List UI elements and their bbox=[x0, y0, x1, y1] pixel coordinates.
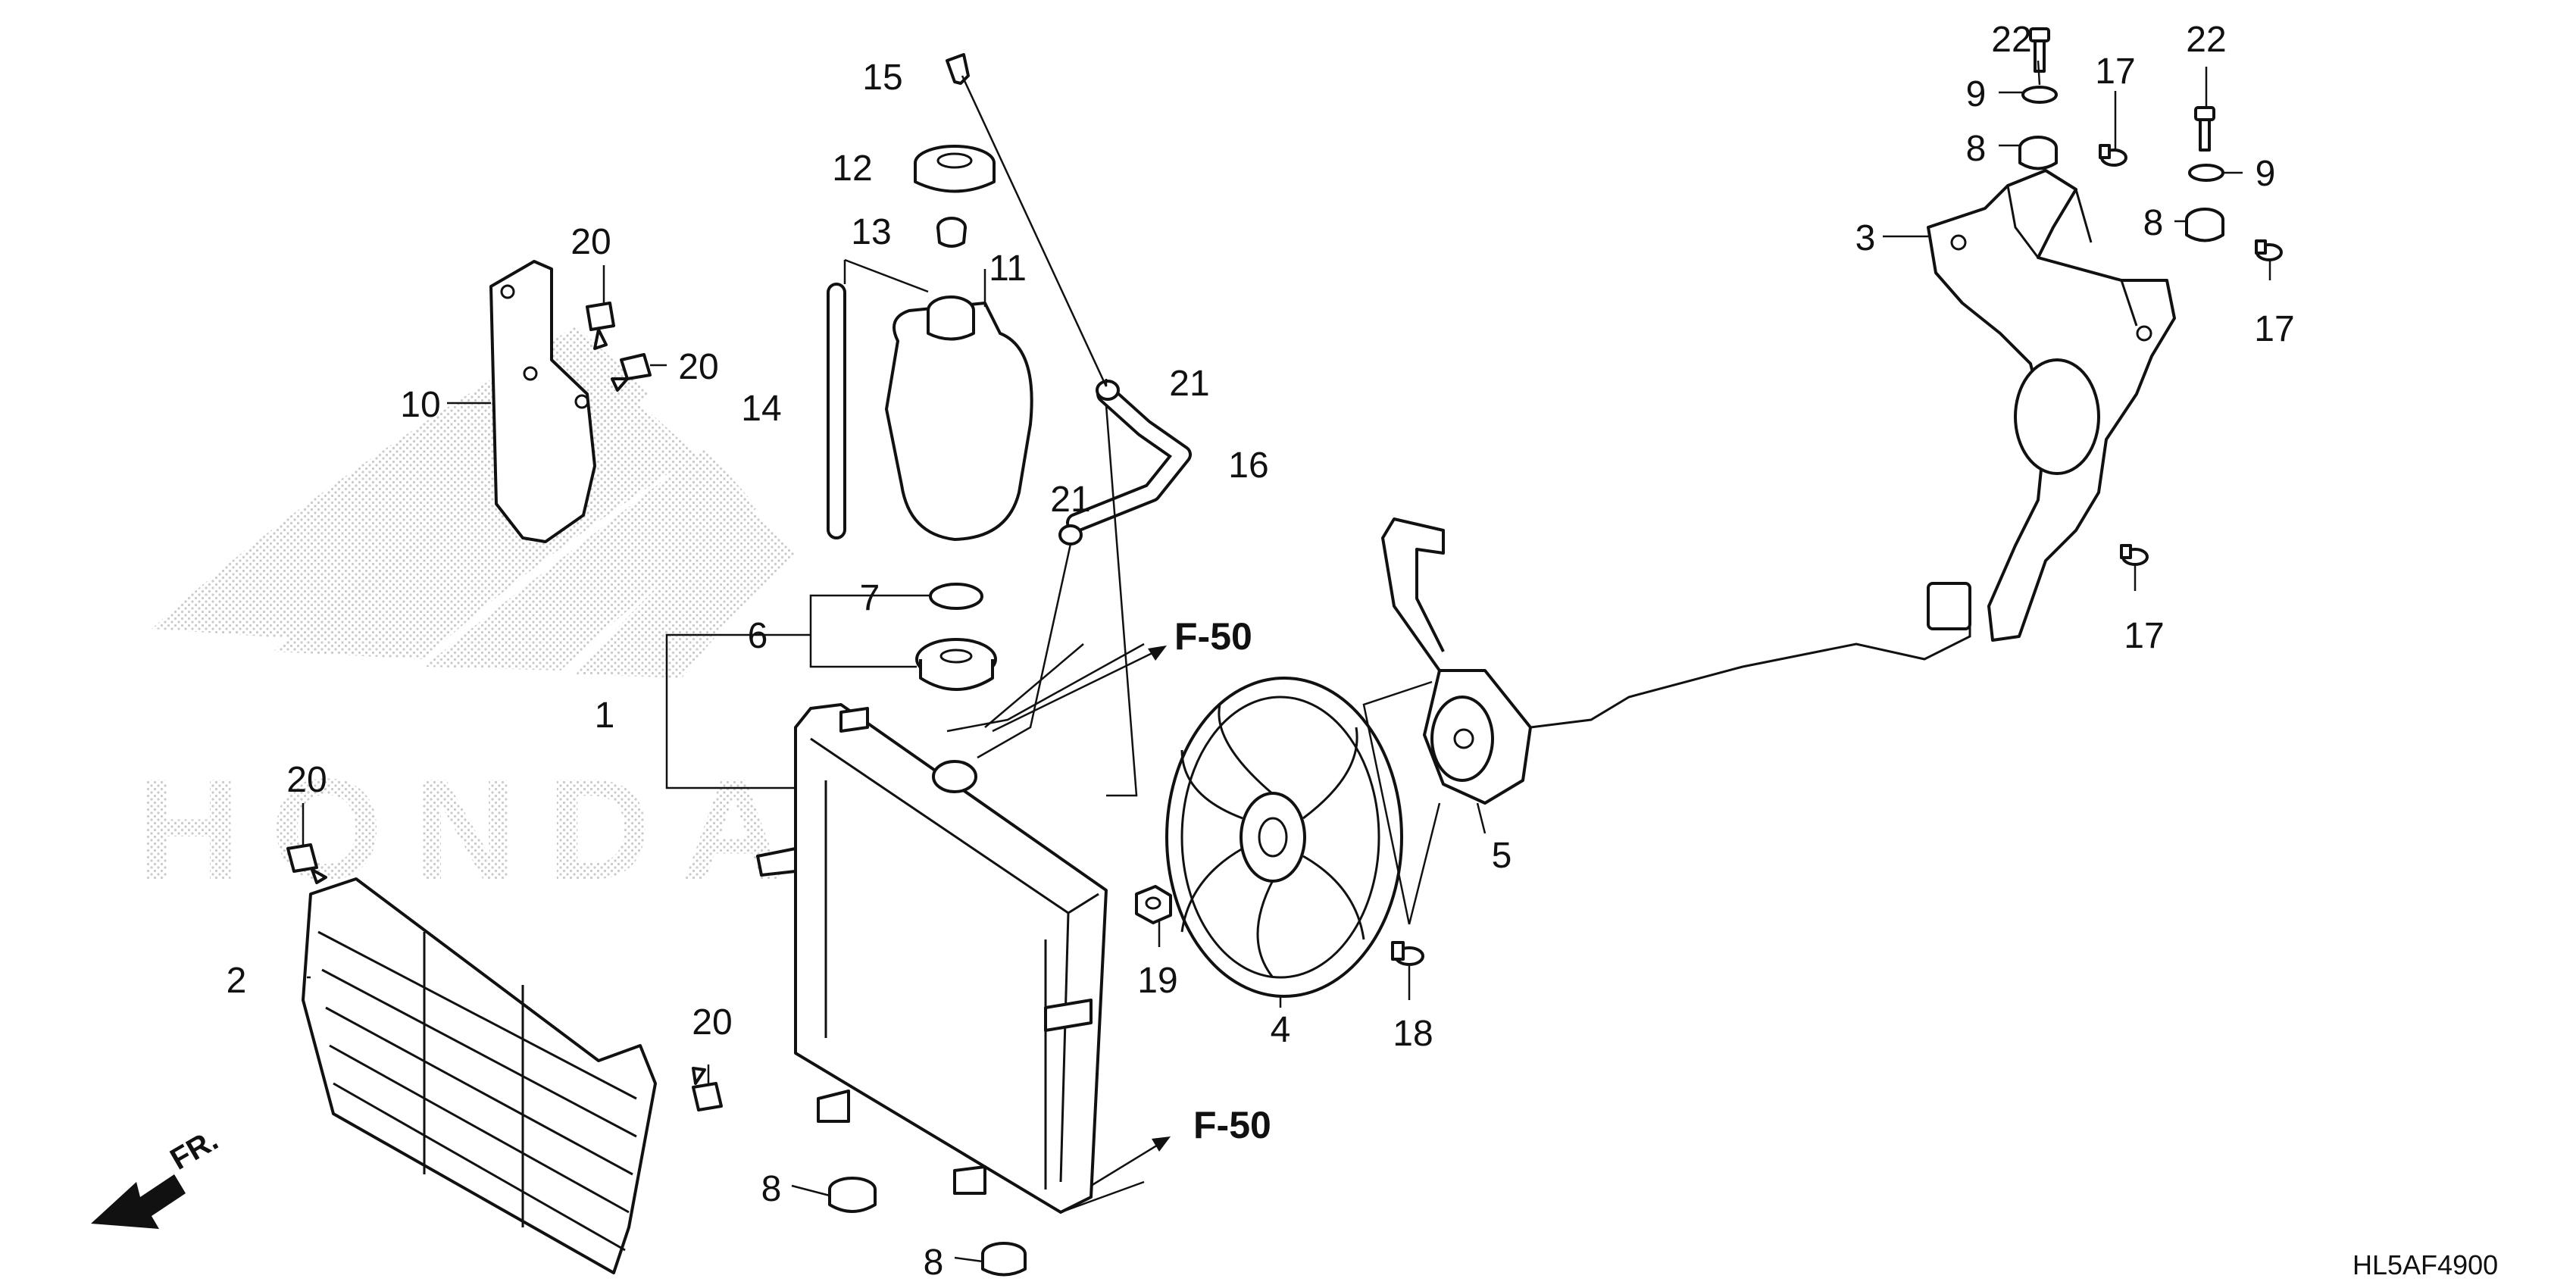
part-12-tank-cap[interactable] bbox=[914, 145, 996, 193]
part-20-clip-d[interactable] bbox=[692, 1067, 723, 1111]
front-indicator-label: FR. bbox=[165, 1123, 224, 1176]
callout-14: 14 bbox=[741, 389, 781, 429]
callout-22-right: 22 bbox=[2186, 20, 2226, 60]
part-8-mount-rubber-lower-b[interactable] bbox=[981, 1242, 1027, 1277]
callout-17-c: 17 bbox=[2124, 616, 2164, 656]
reference-arrowhead-upper bbox=[1148, 646, 1167, 661]
callout-9-right: 9 bbox=[2256, 154, 2276, 194]
part-11-reserve-tank[interactable] bbox=[885, 295, 1033, 541]
callout-8-lower-b: 8 bbox=[924, 1243, 944, 1283]
part-3-bracket[interactable] bbox=[1927, 169, 2176, 642]
callout-8-lower-a: 8 bbox=[761, 1169, 782, 1209]
callout-21-lower: 21 bbox=[1050, 480, 1090, 520]
leader-lines bbox=[302, 60, 2271, 1263]
front-direction-arrow[interactable]: FR. bbox=[91, 1123, 224, 1229]
callout-22-upper: 22 bbox=[1991, 20, 2031, 60]
part-14-tube[interactable] bbox=[827, 283, 846, 539]
callout-12: 12 bbox=[832, 148, 872, 189]
part-19-nut[interactable] bbox=[1135, 885, 1172, 924]
part-21-clamp-lower[interactable] bbox=[1058, 524, 1083, 546]
callout-17-b: 17 bbox=[2254, 309, 2294, 349]
part-21-clamp-upper[interactable] bbox=[1096, 380, 1120, 401]
part-22-bolt-right[interactable] bbox=[2194, 106, 2215, 152]
callout-18: 18 bbox=[1393, 1014, 1433, 1054]
part-20-clip-a[interactable] bbox=[586, 302, 615, 350]
reference-label-upper[interactable]: F-50 bbox=[1174, 615, 1252, 658]
callout-8-right: 8 bbox=[2143, 203, 2164, 243]
honda-wing-watermark: HONDA bbox=[136, 326, 816, 910]
honda-lettering-watermark: HONDA bbox=[136, 749, 816, 910]
part-4-fan[interactable] bbox=[1165, 677, 1403, 998]
callout-20-c: 20 bbox=[286, 760, 327, 800]
callout-3: 3 bbox=[1855, 218, 1876, 258]
part-17-bolt-a[interactable] bbox=[2099, 144, 2127, 167]
part-17-bolt-b[interactable] bbox=[2255, 239, 2283, 261]
callout-1: 1 bbox=[595, 696, 615, 736]
callout-10: 10 bbox=[400, 385, 440, 425]
callout-7: 7 bbox=[860, 578, 880, 618]
callout-15: 15 bbox=[862, 58, 902, 98]
part-8-mount-rubber-upper[interactable] bbox=[2018, 136, 2058, 170]
callout-20-a: 20 bbox=[571, 222, 611, 262]
part-8-mount-rubber-lower-a[interactable] bbox=[828, 1177, 877, 1213]
part-10-side-guard[interactable] bbox=[489, 260, 596, 543]
reference-arrowhead-lower bbox=[1152, 1136, 1171, 1152]
diagram-code: HL5AF4900 bbox=[2352, 1249, 2498, 1280]
callout-20-b: 20 bbox=[678, 347, 718, 387]
part-22-bolt-upper[interactable] bbox=[2029, 27, 2050, 73]
callout-9-upper: 9 bbox=[1966, 74, 1987, 114]
part-17-bolt-c[interactable] bbox=[2120, 544, 2149, 566]
callout-20-d: 20 bbox=[692, 1002, 732, 1043]
callout-5: 5 bbox=[1492, 836, 1512, 876]
part-18-bolt[interactable] bbox=[1391, 941, 1424, 966]
callout-4: 4 bbox=[1271, 1010, 1291, 1050]
callout-16: 16 bbox=[1228, 445, 1268, 486]
callout-13: 13 bbox=[851, 212, 891, 252]
part-9-washer-upper[interactable] bbox=[2021, 86, 2058, 104]
part-20-clip-b[interactable] bbox=[611, 353, 652, 392]
callout-2: 2 bbox=[227, 961, 247, 1001]
part-8-mount-rubber-right[interactable] bbox=[2185, 208, 2224, 242]
part-1-radiator[interactable] bbox=[756, 703, 1108, 1214]
reference-arrow-lower bbox=[1090, 1143, 1160, 1187]
callout-6: 6 bbox=[748, 616, 768, 656]
part-5-fan-motor[interactable] bbox=[1381, 517, 1971, 805]
callout-21-upper: 21 bbox=[1169, 364, 1209, 404]
part-15-breather[interactable] bbox=[946, 53, 970, 85]
callout-8-upper: 8 bbox=[1966, 129, 1987, 169]
part-7-o-ring[interactable] bbox=[929, 583, 983, 610]
callout-17-a: 17 bbox=[2095, 52, 2135, 92]
part-16-hose[interactable] bbox=[1066, 384, 1192, 533]
part-9-washer-right[interactable] bbox=[2188, 164, 2224, 182]
part-2-grille[interactable] bbox=[302, 877, 657, 1274]
reference-label-lower[interactable]: F-50 bbox=[1193, 1104, 1271, 1146]
callout-19: 19 bbox=[1137, 961, 1177, 1001]
callout-11: 11 bbox=[989, 249, 1027, 289]
part-13-tank-seal[interactable] bbox=[936, 217, 967, 248]
reference-arrow-upper bbox=[992, 650, 1156, 733]
part-6-radiator-cap[interactable] bbox=[915, 638, 997, 691]
